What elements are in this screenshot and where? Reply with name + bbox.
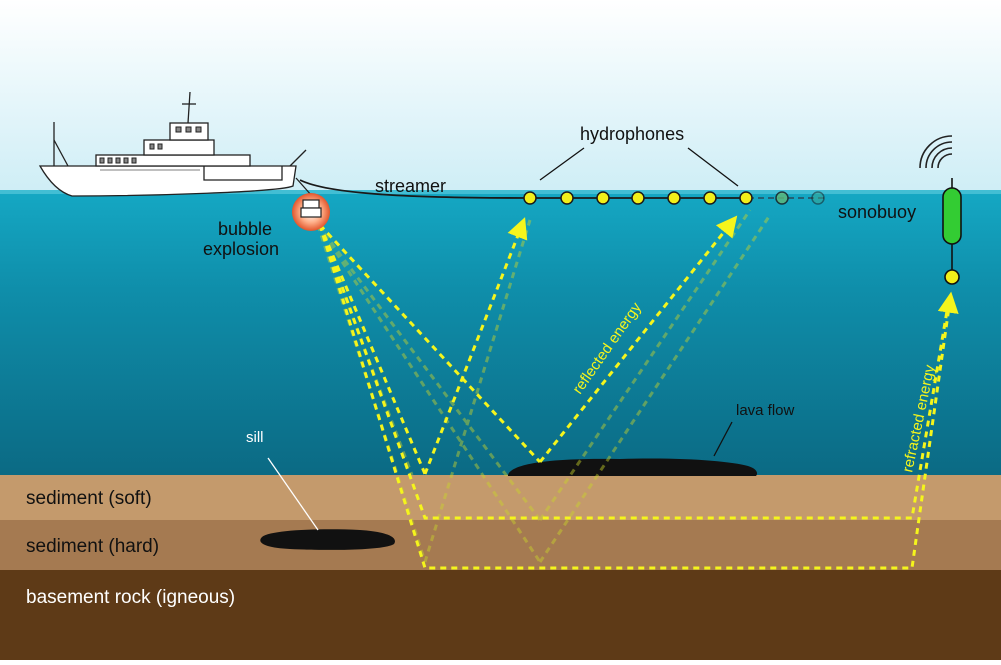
hydrophone [596,191,610,205]
hydrophone [667,191,681,205]
hydrophone [560,191,574,205]
hydrophone [739,191,753,205]
sill-body [260,529,395,550]
label-sediment-hard: sediment (hard) [26,536,159,557]
ship-icon [38,91,307,197]
airgun-tow-line [295,177,313,197]
lava-flow-callout [713,421,733,457]
label-lava-flow: lava flow [736,402,795,419]
label-explosion: explosion [203,239,279,259]
label-hydrophones: hydrophones [580,124,684,144]
hydrophones-callout-left [539,147,585,181]
sonobuoy-icon [942,178,962,285]
sill-callout [267,457,319,531]
label-sediment-soft: sediment (soft) [26,488,152,509]
water-surface [0,190,1001,194]
sediment-soft-layer [0,475,1001,520]
label-basement-rock: basement rock (igneous) [26,587,235,608]
radio-waves-icon [919,135,953,169]
hydrophone [631,191,645,205]
ocean [0,190,1001,475]
streamer-cable [299,179,748,199]
airgun-icon [300,199,322,218]
label-sonobuoy: sonobuoy [838,202,916,222]
sediment-hard-layer [0,520,1001,570]
hydrophone-faded [775,191,789,205]
basement-rock-layer [0,570,1001,660]
label-sill: sill [246,429,264,446]
hydrophone [703,191,717,205]
hydrophone-faded [811,191,825,205]
energy-rays-bright [318,215,959,570]
label-streamer: streamer [375,176,446,196]
hydrophone [523,191,537,205]
lava-flow-body [508,458,758,476]
label-bubble: bubble [218,219,272,239]
hydrophones-callout-right [687,147,739,187]
hydrophone-array [523,191,825,205]
